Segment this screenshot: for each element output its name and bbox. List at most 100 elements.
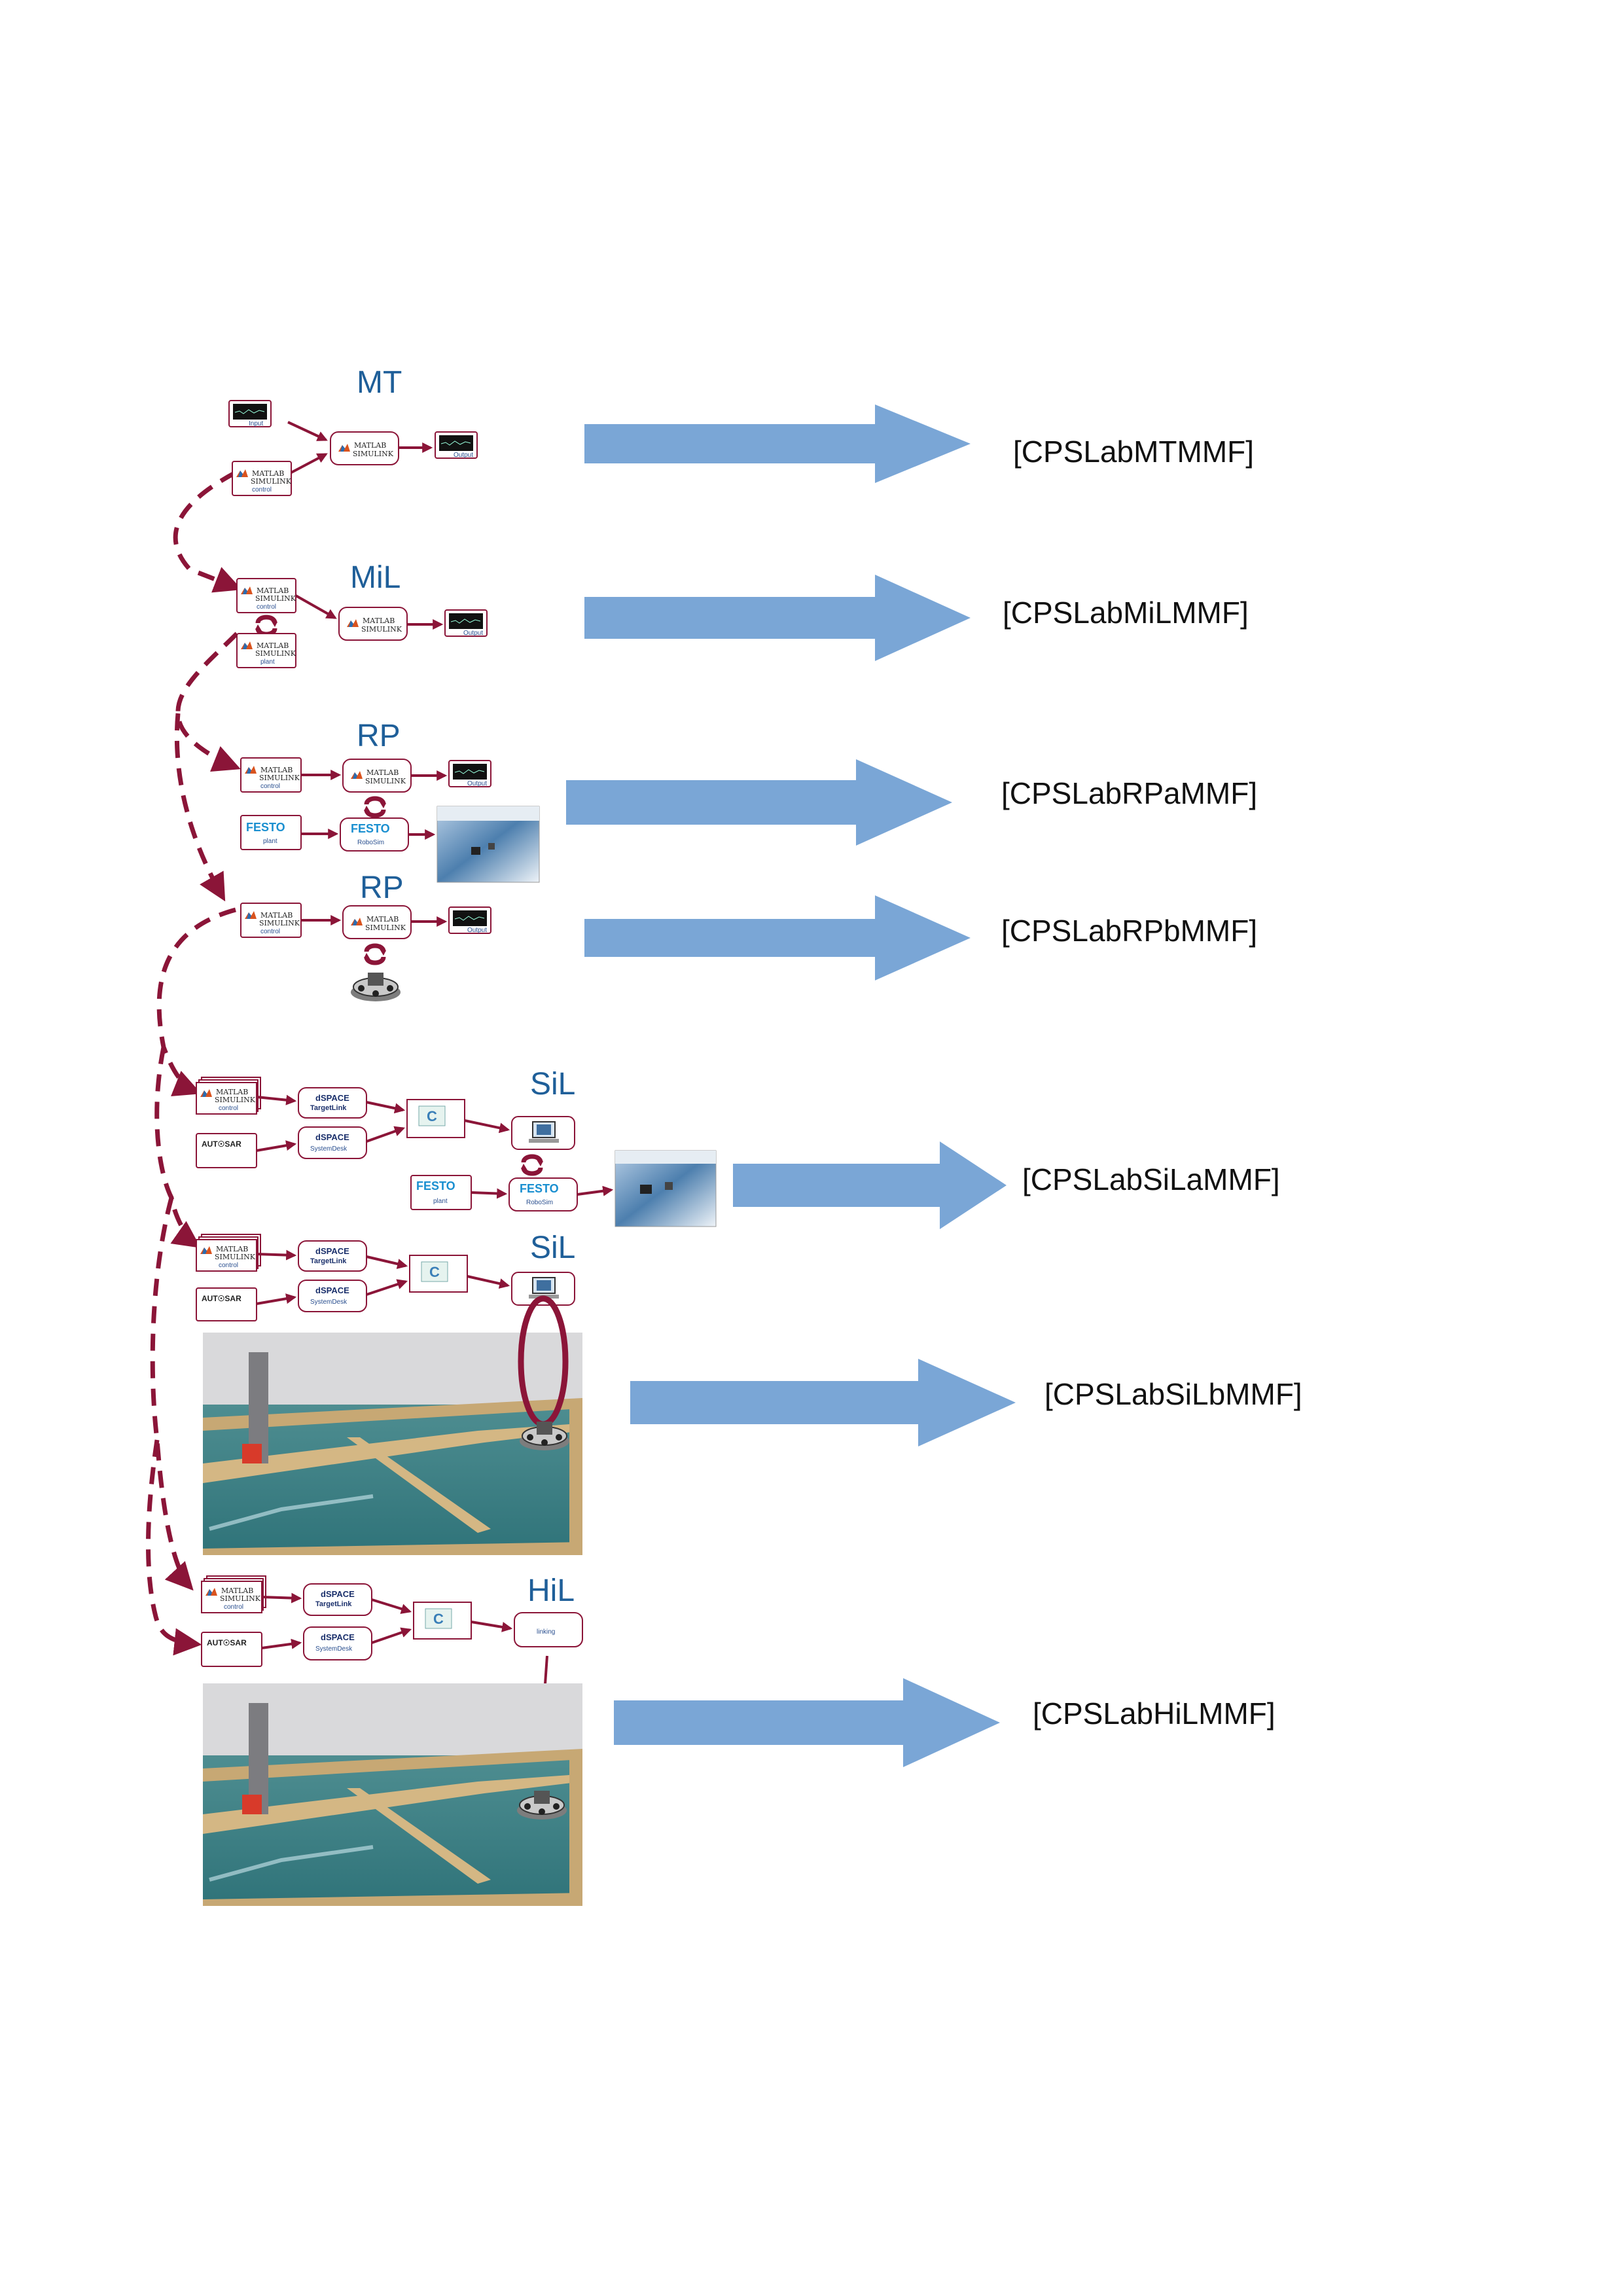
- simulink-model-box: MATLAB SIMULINK: [342, 759, 412, 793]
- svg-text:Output: Output: [467, 780, 487, 787]
- cycle-arrows-icon: [521, 1157, 543, 1174]
- svg-text:dSPACE: dSPACE: [315, 1246, 349, 1256]
- simulink-model-box: MATLAB SIMULINK: [330, 431, 399, 465]
- stage-rp-b: RP MATLAB SIMULINK control MATLAB SIMULI…: [240, 870, 1257, 1002]
- reference-label: [CPSLabSiLaMMF]: [1022, 1162, 1280, 1196]
- festo-plant-box: FESTO plant: [410, 1175, 472, 1210]
- svg-text:Output: Output: [454, 452, 473, 459]
- svg-text:SIMULINK: SIMULINK: [353, 450, 394, 458]
- svg-text:SIMULINK: SIMULINK: [251, 477, 292, 486]
- reference-label: [CPSLabSiLbMMF]: [1044, 1377, 1302, 1411]
- svg-text:MATLAB: MATLAB: [366, 915, 399, 924]
- block-arrow-icon: [584, 575, 971, 661]
- svg-text:Output: Output: [467, 927, 487, 934]
- cycle-arrows-icon: [255, 617, 277, 634]
- stage-rp-a: RP MATLAB SIMULINK control MATLAB SIMULI…: [240, 719, 1257, 883]
- autosar-box: AUT☉SAR: [196, 1287, 257, 1321]
- svg-text:SIMULINK: SIMULINK: [215, 1096, 256, 1104]
- stage-sil-a: SiL MATLAB SIMULINK control AUT☉SAR dSPA…: [196, 1067, 1280, 1229]
- svg-text:AUT☉SAR: AUT☉SAR: [202, 1139, 241, 1149]
- output-box: Output: [448, 906, 491, 934]
- matlab-control-box: MATLAB SIMULINK control: [240, 903, 302, 938]
- svg-text:control: control: [219, 1262, 238, 1269]
- matlab-control-stack: MATLAB SIMULINK control: [196, 1077, 261, 1115]
- robot-icon: [350, 972, 401, 1002]
- svg-text:dSPACE: dSPACE: [315, 1093, 349, 1103]
- stage-label: SiL: [530, 1067, 575, 1102]
- block-arrow-icon: [733, 1141, 1007, 1229]
- reference-label: [CPSLabRPaMMF]: [1001, 776, 1257, 810]
- output-box: Output: [444, 609, 488, 637]
- svg-text:MATLAB: MATLAB: [252, 469, 284, 478]
- systemdesk-box: dSPACE SystemDesk: [303, 1626, 372, 1660]
- output-box: Output: [448, 760, 491, 787]
- svg-text:SIMULINK: SIMULINK: [259, 774, 300, 782]
- svg-text:TargetLink: TargetLink: [310, 1104, 347, 1112]
- stage-label: RP: [360, 870, 404, 905]
- stage-label: HiL: [527, 1573, 575, 1608]
- svg-text:control: control: [260, 928, 280, 935]
- stage-label: SiL: [530, 1230, 575, 1265]
- systemdesk-box: dSPACE SystemDesk: [298, 1280, 367, 1312]
- matlab-control-box: MATLAB SIMULINK control: [232, 461, 292, 496]
- svg-text:MATLAB: MATLAB: [257, 586, 289, 595]
- c-code-box: C: [413, 1602, 472, 1640]
- systemdesk-box: dSPACE SystemDesk: [298, 1126, 367, 1159]
- block-arrow-icon: [584, 895, 971, 980]
- flow-path: [146, 470, 242, 1656]
- svg-text:FESTO: FESTO: [520, 1182, 559, 1195]
- matlab-control-box: MATLAB SIMULINK control: [236, 578, 296, 613]
- input-box: Input: [228, 400, 272, 427]
- svg-text:dSPACE: dSPACE: [321, 1589, 355, 1599]
- svg-text:FESTO: FESTO: [246, 821, 285, 834]
- svg-text:MATLAB: MATLAB: [216, 1088, 248, 1096]
- c-code-box: C: [409, 1255, 468, 1293]
- svg-text:SIMULINK: SIMULINK: [361, 625, 402, 634]
- cycle-arrows-icon: [364, 946, 386, 963]
- lab-photo: [203, 1333, 582, 1555]
- block-arrow-icon: [584, 404, 971, 483]
- reference-label: [CPSLabMTMMF]: [1013, 435, 1254, 469]
- robosim-box: FESTO RoboSim: [340, 817, 409, 852]
- svg-text:dSPACE: dSPACE: [315, 1132, 349, 1142]
- svg-text:C: C: [433, 1611, 444, 1627]
- block-arrow-icon: [630, 1359, 1016, 1446]
- simulation-screenshot: [615, 1150, 717, 1227]
- targetlink-box: dSPACE TargetLink: [298, 1240, 367, 1272]
- svg-text:AUT☉SAR: AUT☉SAR: [202, 1294, 241, 1303]
- linking-box: linking: [514, 1612, 583, 1647]
- svg-text:Output: Output: [463, 630, 483, 637]
- stage-label: MT: [357, 365, 402, 400]
- matlab-plant-box: MATLAB SIMULINK plant: [236, 633, 296, 668]
- block-arrow-icon: [566, 759, 952, 846]
- svg-text:SystemDesk: SystemDesk: [315, 1645, 353, 1653]
- simulation-screenshot: [437, 806, 540, 883]
- stage-mil: MiL MATLAB SIMULINK control MATLAB SIMUL…: [236, 560, 1249, 668]
- svg-text:FESTO: FESTO: [416, 1179, 455, 1193]
- reference-label: [CPSLabMiLMMF]: [1003, 596, 1249, 630]
- stage-hil: HiL MATLAB SIMULINK control AUT☉SAR dSPA…: [201, 1573, 1275, 1906]
- autosar-box: AUT☉SAR: [201, 1632, 262, 1667]
- robosim-box: FESTO RoboSim: [508, 1177, 578, 1211]
- svg-text:MATLAB: MATLAB: [257, 641, 289, 650]
- svg-text:SystemDesk: SystemDesk: [310, 1145, 348, 1153]
- svg-text:MATLAB: MATLAB: [363, 617, 395, 625]
- cycle-arrows-icon: [364, 798, 386, 816]
- output-box: Output: [435, 431, 478, 459]
- matlab-control-stack: MATLAB SIMULINK control: [201, 1575, 266, 1613]
- svg-text:linking: linking: [537, 1628, 555, 1636]
- targetlink-box: dSPACE TargetLink: [298, 1087, 367, 1119]
- svg-text:MATLAB: MATLAB: [216, 1245, 248, 1253]
- simulink-model-box: MATLAB SIMULINK: [342, 905, 412, 939]
- stage-label: MiL: [350, 560, 401, 595]
- svg-text:Input: Input: [249, 420, 263, 427]
- simulink-model-box: MATLAB SIMULINK: [338, 607, 408, 641]
- svg-text:control: control: [257, 603, 276, 611]
- svg-text:plant: plant: [433, 1198, 448, 1205]
- svg-text:control: control: [252, 486, 272, 493]
- reference-label: [CPSLabRPbMMF]: [1001, 914, 1257, 948]
- festo-plant-box: FESTO plant: [240, 815, 302, 850]
- svg-text:MATLAB: MATLAB: [354, 441, 386, 450]
- svg-text:SIMULINK: SIMULINK: [255, 594, 296, 603]
- svg-text:dSPACE: dSPACE: [315, 1285, 349, 1295]
